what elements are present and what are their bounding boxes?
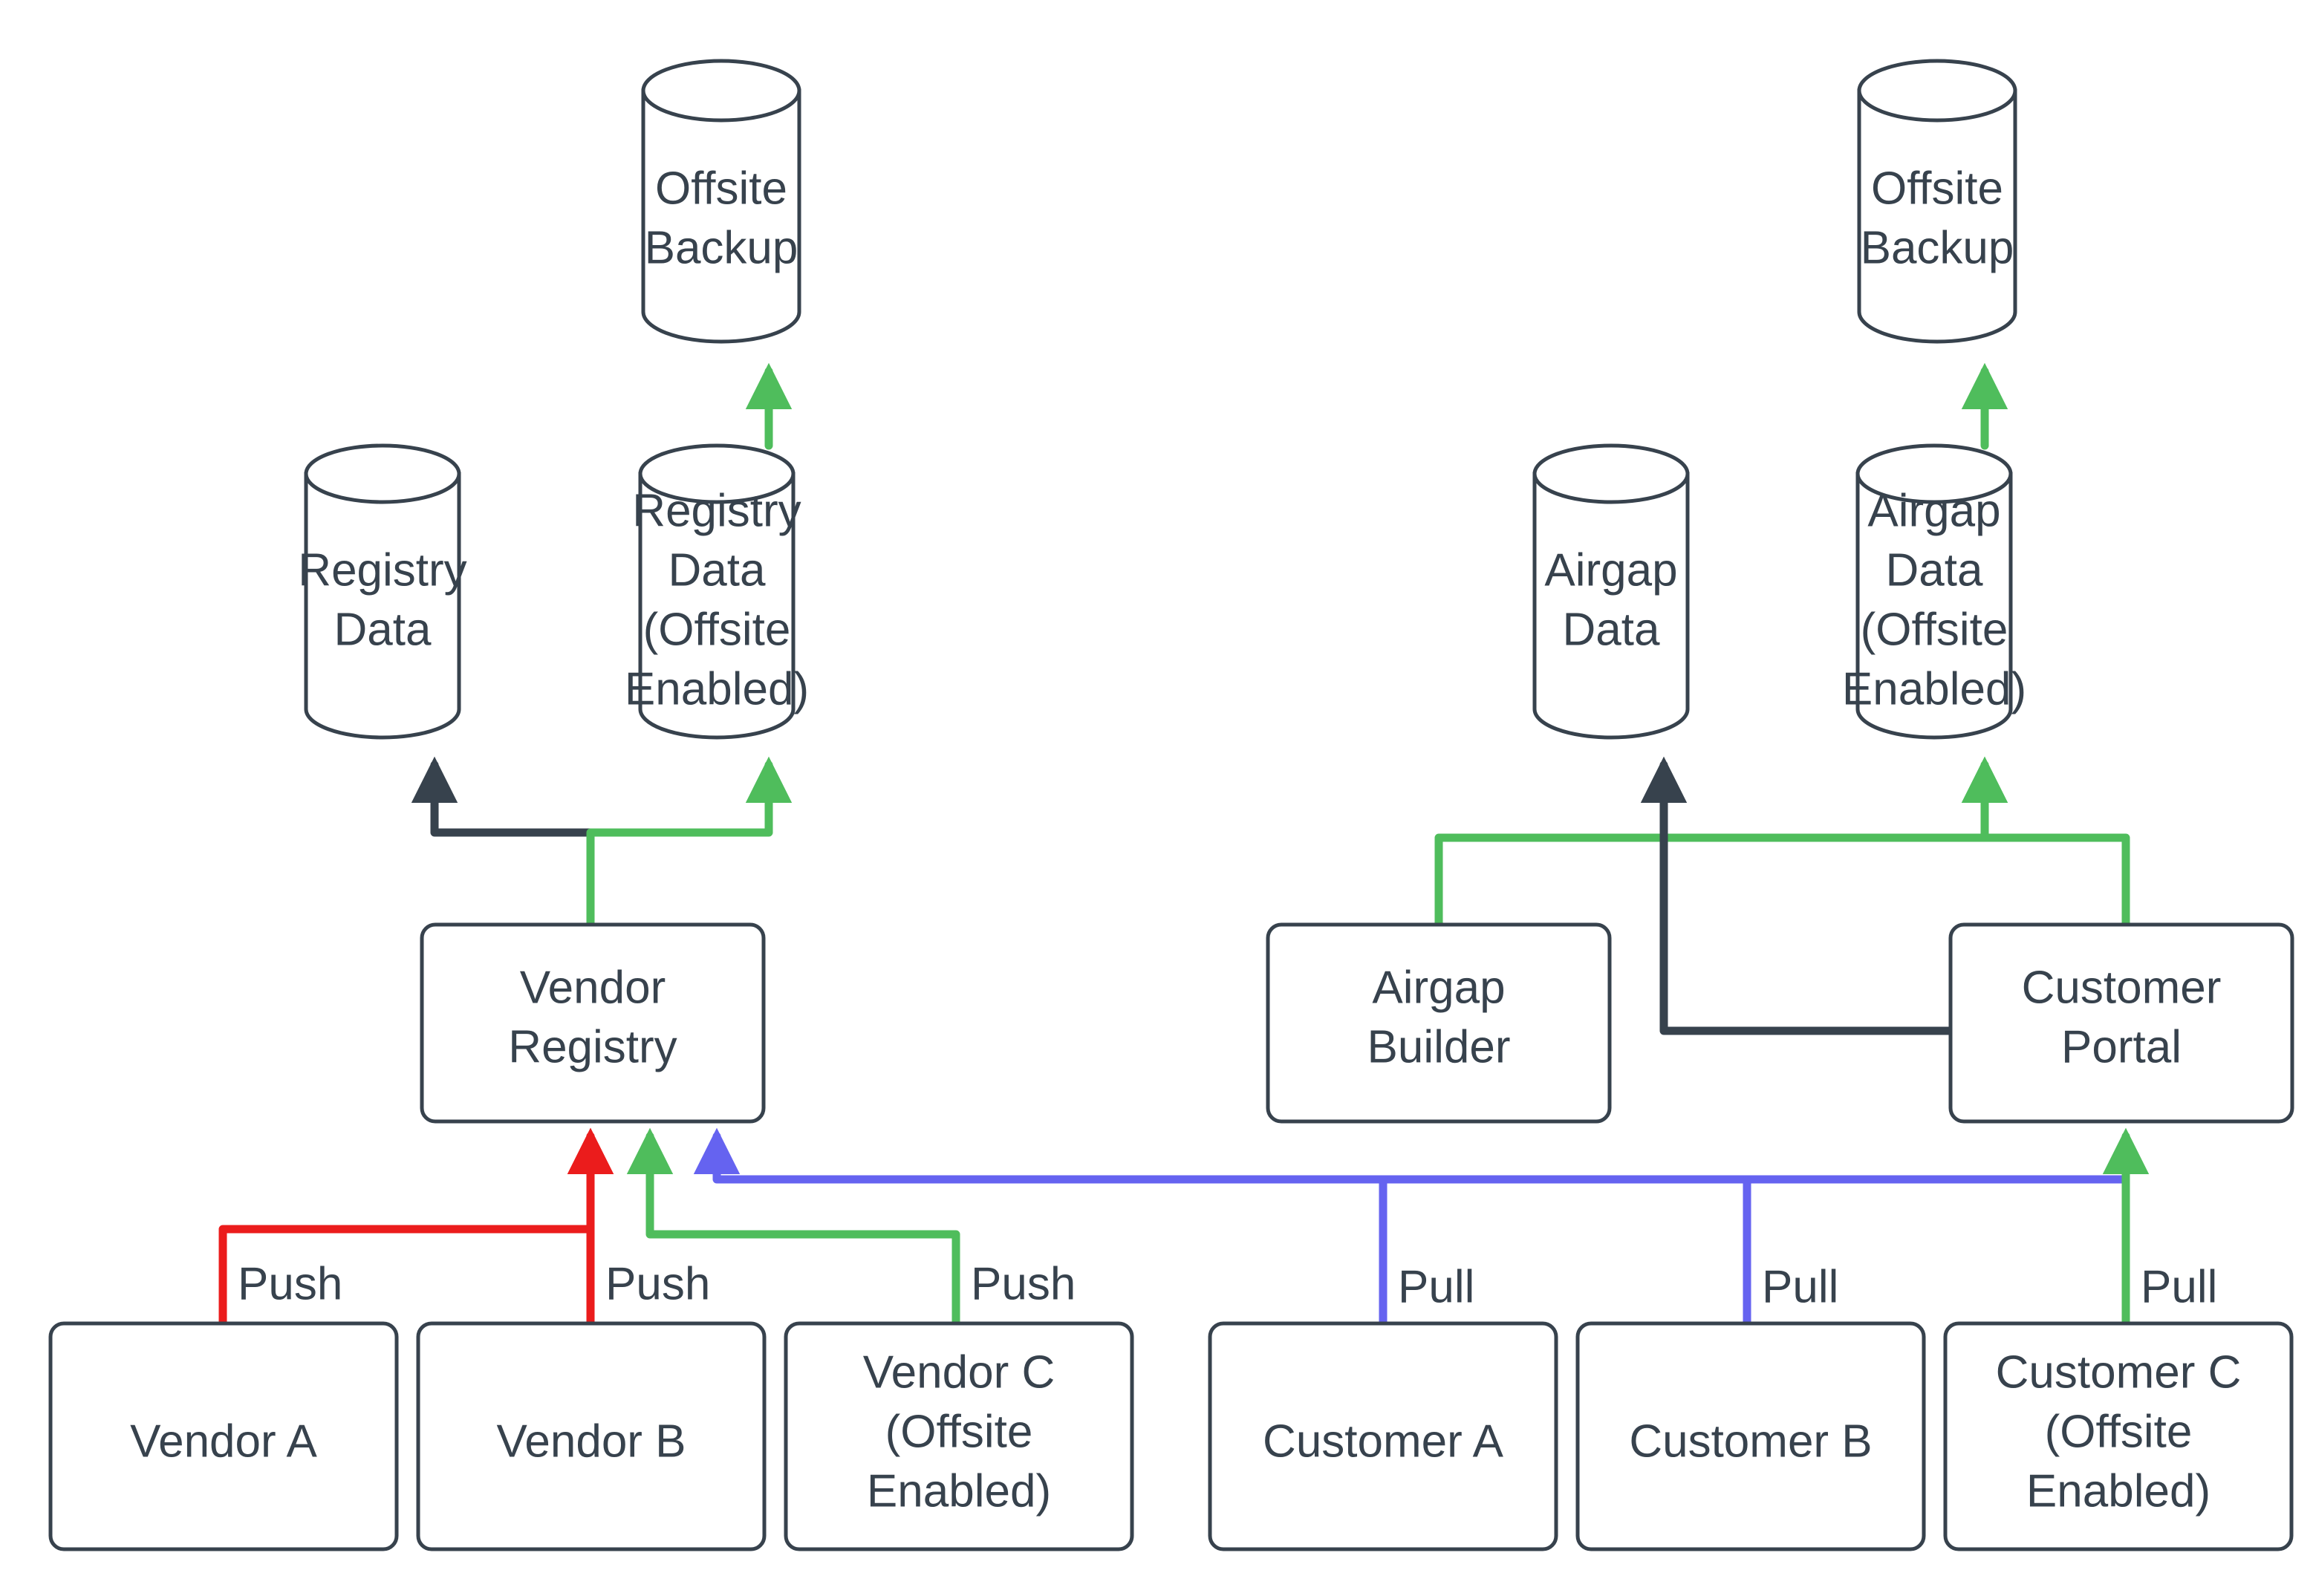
node-offsite-backup-right[interactable]: Offsite Backup	[1857, 59, 2017, 344]
cylinder-top	[1532, 443, 1690, 504]
edge-label-vendor-c-push: Push	[971, 1258, 1076, 1309]
edge-label-vendor-a-push: Push	[238, 1258, 342, 1309]
edge-label-customer-b-pull: Pull	[1762, 1261, 1838, 1312]
node-label: Backup	[1861, 222, 2014, 273]
node-label: Offsite	[1871, 163, 2003, 214]
node-label: Customer B	[1629, 1416, 1872, 1467]
node-box	[1208, 1321, 1558, 1551]
node-label: Enabled)	[867, 1465, 1051, 1517]
node-label: Enabled)	[625, 663, 809, 714]
edge-customer-portal-to-vendor-registry	[693, 1127, 2130, 1184]
node-label: (Offsite	[643, 604, 791, 655]
node-registry-data-offsite[interactable]: Registry Data (Offsite Enabled)	[625, 443, 809, 740]
node-airgap-data-offsite[interactable]: Airgap Data (Offsite Enabled)	[1842, 443, 2026, 740]
node-label: Vendor A	[130, 1416, 317, 1467]
node-label: Offsite	[655, 163, 787, 214]
node-airgap-data[interactable]: Airgap Data	[1532, 443, 1690, 740]
edge-airgap-builder-to-airgap-data-offsite	[1434, 756, 2008, 929]
node-label: Data	[1886, 544, 1983, 596]
node-box	[1266, 922, 1612, 1124]
node-box	[1575, 1321, 1926, 1551]
cylinder-body	[641, 88, 801, 344]
node-vendor-a[interactable]: Vendor A	[48, 1321, 399, 1551]
node-label: Data	[668, 544, 766, 596]
edge-customer-portal-to-airgap-data	[1640, 756, 1956, 1035]
cylinder-top	[1857, 59, 2017, 123]
node-customer-b[interactable]: Customer B	[1575, 1321, 1926, 1551]
node-label: Vendor	[520, 962, 666, 1013]
node-label: Portal	[2061, 1021, 2182, 1072]
node-customer-a[interactable]: Customer A	[1208, 1321, 1558, 1551]
node-label: Vendor B	[496, 1416, 686, 1467]
node-label: Airgap	[1867, 485, 2000, 536]
node-label: Airgap	[1372, 962, 1505, 1013]
node-box	[48, 1321, 399, 1551]
edge-vendor-c-push	[626, 1127, 960, 1328]
node-label: (Offsite	[1861, 604, 2008, 655]
node-label: (Offsite	[885, 1406, 1033, 1457]
edge-customer-portal-to-airgap-data-offsite	[1961, 756, 2130, 929]
node-customer-c[interactable]: Customer C (Offsite Enabled)	[1943, 1321, 2294, 1551]
edge-label-customer-a-pull: Pull	[1398, 1261, 1474, 1312]
node-box	[416, 1321, 767, 1551]
cylinder-body	[304, 472, 461, 740]
node-label: Customer C	[1996, 1346, 2242, 1398]
cylinder-body	[1532, 472, 1690, 740]
node-box	[420, 922, 766, 1124]
edge-label-customer-c-pull: Pull	[2141, 1261, 2217, 1312]
node-box	[1948, 922, 2294, 1124]
node-vendor-c[interactable]: Vendor C (Offsite Enabled)	[784, 1321, 1134, 1551]
edge-vendor-registry-to-registry-data-offsite	[586, 756, 793, 929]
node-label: Customer A	[1263, 1416, 1504, 1467]
node-customer-portal[interactable]: Customer Portal	[1948, 922, 2294, 1124]
node-label: Enabled)	[1842, 663, 2026, 714]
node-box	[1943, 1321, 2294, 1551]
node-label: Data	[1563, 604, 1660, 655]
cylinder-top	[641, 59, 801, 123]
node-vendor-registry[interactable]: Vendor Registry	[420, 922, 766, 1124]
cylinder-top	[638, 443, 796, 504]
node-label: Data	[334, 604, 432, 655]
node-airgap-builder[interactable]: Airgap Builder	[1266, 922, 1612, 1124]
node-vendor-b[interactable]: Vendor B	[416, 1321, 767, 1551]
edge-label-vendor-b-push: Push	[605, 1258, 710, 1309]
node-offsite-backup-left[interactable]: Offsite Backup	[641, 59, 801, 344]
node-label: Backup	[645, 222, 798, 273]
node-box	[784, 1321, 1134, 1551]
node-registry-data[interactable]: Registry Data	[298, 443, 467, 740]
cylinder-top	[304, 443, 461, 504]
node-label: (Offsite	[2045, 1406, 2193, 1457]
cylinder-body	[638, 472, 796, 740]
node-label: Enabled)	[2026, 1465, 2210, 1517]
node-label: Registry	[632, 485, 801, 536]
cylinder-body	[1857, 88, 2017, 344]
node-label: Builder	[1367, 1021, 1511, 1072]
node-label: Registry	[508, 1021, 677, 1072]
cylinder-top	[1855, 443, 2013, 504]
node-label: Registry	[298, 544, 466, 596]
node-label: Customer	[2022, 962, 2222, 1013]
node-label: Vendor C	[863, 1346, 1055, 1398]
edge-vendor-registry-to-registry-data	[411, 756, 595, 929]
cylinder-body	[1855, 472, 2013, 740]
node-label: Airgap	[1544, 544, 1677, 596]
